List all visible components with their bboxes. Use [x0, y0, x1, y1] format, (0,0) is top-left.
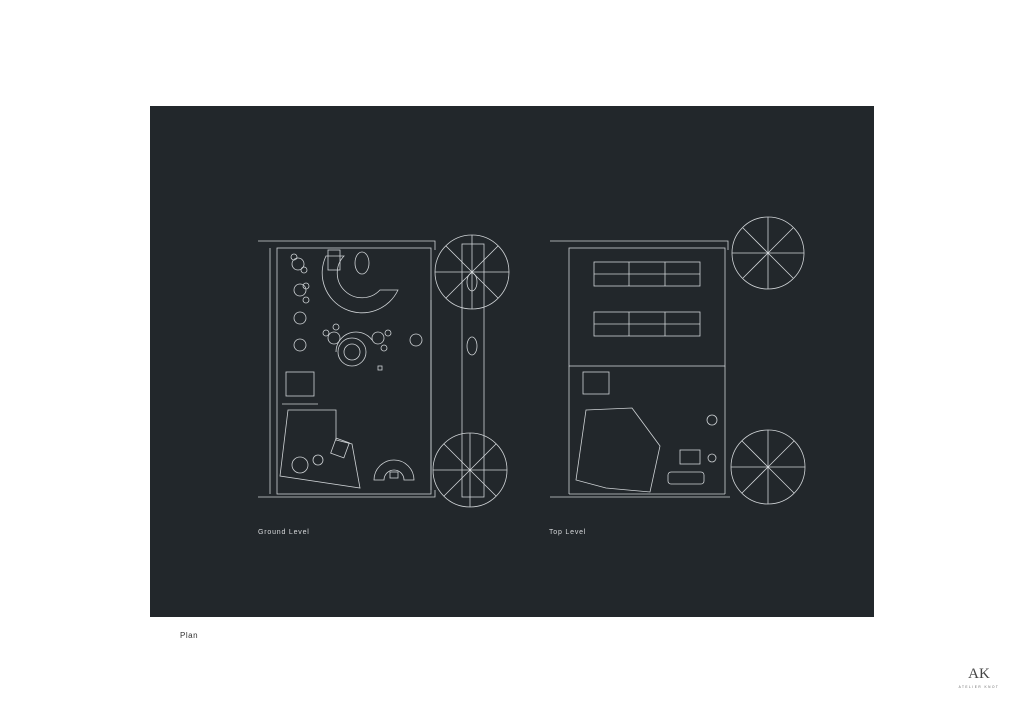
- ground-level-label: Ground Level: [258, 529, 310, 536]
- tables: [290, 253, 423, 352]
- drawing-panel: [150, 106, 874, 617]
- top-level-plan: [550, 216, 806, 505]
- svg-text:AK: AK: [968, 666, 990, 682]
- tree-icon: [730, 429, 806, 505]
- top-level-label: Top Level: [549, 529, 587, 536]
- svg-text:ATELIER KNOT: ATELIER KNOT: [959, 685, 1000, 689]
- tree-icon: [432, 432, 508, 508]
- atelier-knot-logo: AK ATELIER KNOT: [959, 666, 1000, 689]
- tree-icon: [434, 234, 510, 310]
- caption: Plan: [180, 631, 199, 640]
- tree-icon: [731, 216, 805, 290]
- ground-level-plan: [258, 234, 510, 508]
